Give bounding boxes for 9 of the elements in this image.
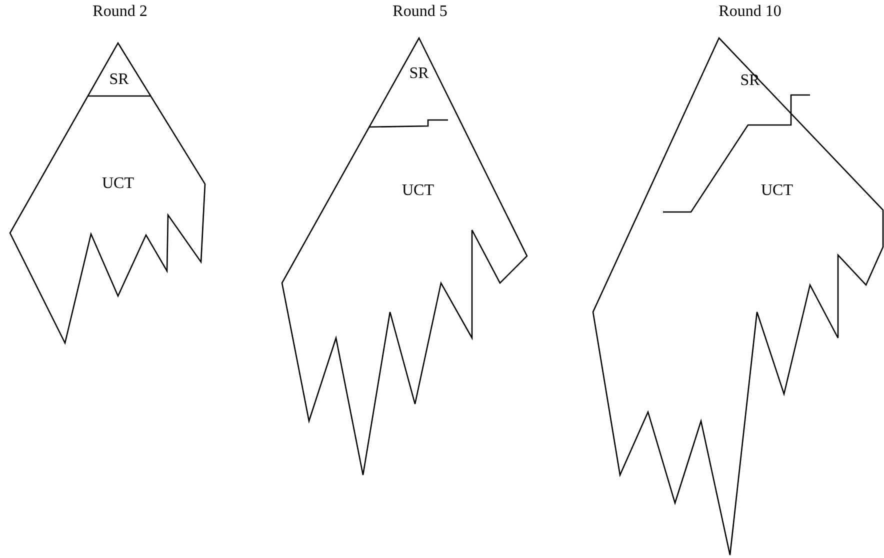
region-label: UCT	[102, 175, 134, 193]
region-label: SR	[740, 72, 760, 90]
shape-title: Round 10	[718, 3, 782, 21]
shape-title: Round 5	[392, 3, 448, 21]
region-label: UCT	[761, 182, 793, 200]
region-label: UCT	[402, 182, 434, 200]
region-label: SR	[109, 71, 129, 89]
shape-title: Round 2	[92, 3, 148, 21]
region-label: SR	[409, 65, 429, 83]
